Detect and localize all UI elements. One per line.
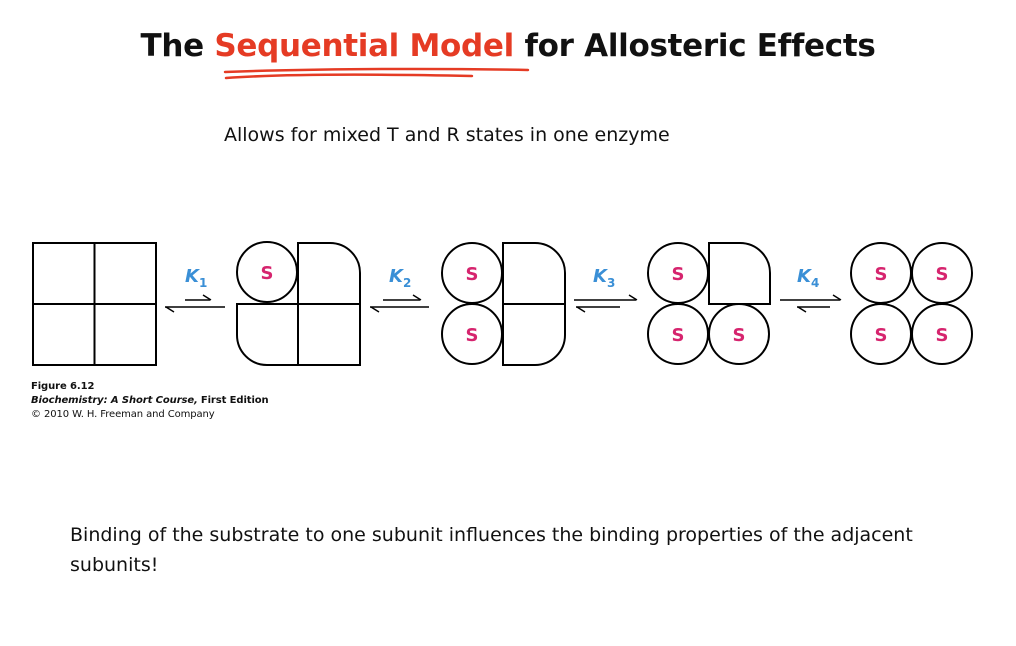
equilibrium-arrow-1 [165, 294, 225, 313]
title-underline [223, 67, 530, 80]
figure-caption: Figure 6.12 Biochemistry: A Short Course… [31, 380, 269, 422]
conclusion-text: Binding of the substrate to one subunit … [70, 524, 913, 576]
substrate-label: S [936, 264, 949, 285]
book-title: Biochemistry: A Short Course, [31, 395, 198, 406]
enzyme-state-0 [32, 242, 157, 366]
equilibrium-arrow-3 [574, 294, 638, 313]
substrate-label: S [936, 325, 949, 346]
constant-k2: K2 [389, 266, 411, 290]
figure-number: Figure 6.12 [31, 381, 95, 392]
subtitle: Allows for mixed T and R states in one e… [224, 124, 670, 146]
enzyme-state-2 [441, 242, 566, 366]
substrate-label: S [875, 325, 888, 346]
enzyme-state-3 [647, 242, 771, 365]
slide-title: The Sequential Model for Allosteric Effe… [0, 28, 1016, 64]
enzyme-state-1 [236, 241, 361, 366]
substrate-label: S [466, 325, 479, 346]
equilibrium-arrow-2 [370, 294, 429, 313]
constant-k1: K1 [185, 266, 207, 290]
constant-k3: K3 [593, 266, 615, 290]
copyright: © 2010 W. H. Freeman and Company [31, 409, 215, 420]
substrate-label: S [261, 263, 274, 284]
substrate-label: S [733, 325, 746, 346]
substrate-label: S [875, 264, 888, 285]
title-prefix: The [140, 28, 204, 64]
substrate-label: S [466, 264, 479, 285]
figure-source: Biochemistry: A Short Course, First Edit… [31, 394, 269, 408]
sequential-model-diagram: K1 K2 K3 K4 S S S S S S S S S S [32, 241, 973, 366]
title-highlight: Sequential Model [214, 28, 514, 64]
equilibrium-arrow-4 [780, 294, 842, 313]
book-edition: First Edition [200, 395, 269, 406]
substrate-label: S [672, 264, 685, 285]
enzyme-state-4 [850, 242, 973, 365]
substrate-label: S [672, 325, 685, 346]
title-suffix: for Allosteric Effects [524, 28, 876, 64]
constant-k4: K4 [797, 266, 819, 290]
